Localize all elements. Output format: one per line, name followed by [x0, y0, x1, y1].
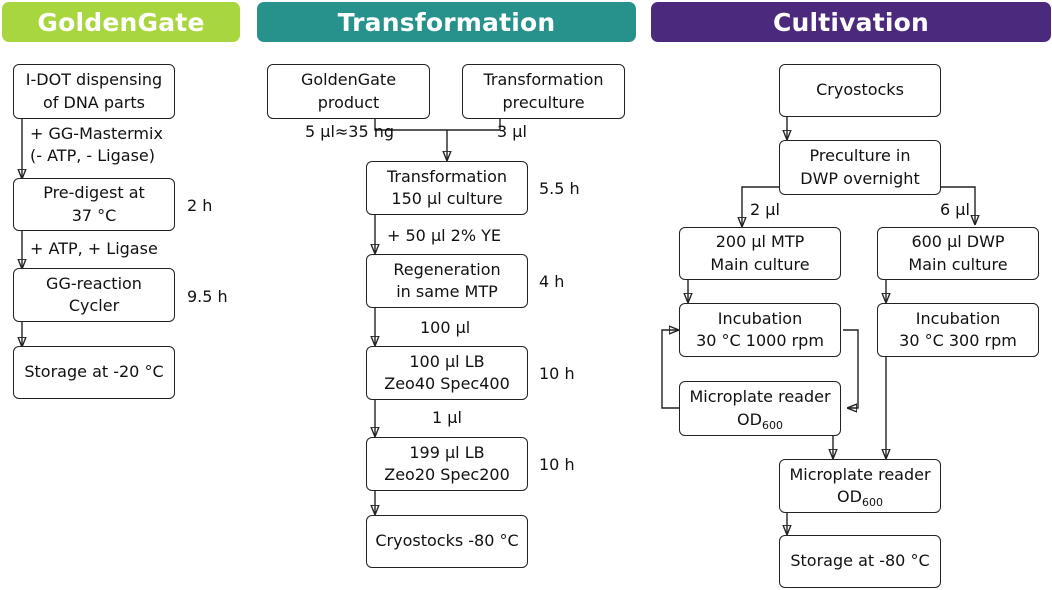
- tf-regeneration-time: 4 h: [539, 272, 565, 291]
- cv-incub-left-line1: Incubation: [717, 308, 803, 328]
- cv-incubation-mtp-box: Incubation 30 °C 1000 rpm: [679, 303, 841, 357]
- cv-storage: Storage at -80 °C: [790, 551, 930, 571]
- gg-step2-line2: 37 °C: [71, 205, 117, 225]
- cv-reader-left-od: OD600: [737, 409, 783, 431]
- tf-step4-line2: Zeo20 Spec200: [384, 465, 510, 484]
- tf-step3-line1: 100 µl LB: [409, 351, 485, 371]
- cv-dwp-main-culture-box: 600 µl DWP Main culture: [877, 227, 1039, 280]
- cv-reader-final-od: OD600: [837, 486, 883, 508]
- gg-predigest-box: Pre-digest at 37 °C: [13, 178, 175, 231]
- cv-microplate-reader-final-box: Microplate reader OD600: [779, 459, 941, 513]
- tf-regeneration-box: Regeneration in same MTP: [366, 254, 528, 308]
- cv-incub-right-line1: Incubation: [915, 308, 1001, 328]
- tf-input-b-line2: preculture: [502, 92, 585, 112]
- cv-incubation-dwp-box: Incubation 30 °C 300 rpm: [877, 303, 1039, 357]
- cv-reader-left-od-text: OD: [737, 409, 762, 429]
- tf-step1-line1: Transformation: [386, 166, 508, 186]
- tf-cryostocks-box: Cryostocks -80 °C: [366, 515, 528, 568]
- gg-reaction-cycler-box: GG-reaction Cycler: [13, 268, 175, 322]
- cv-microplate-reader-loop-box: Microplate reader OD600: [679, 381, 841, 436]
- cv-volume-right-label: 6 µl: [940, 200, 970, 219]
- gg-add1-line2: (- ATP, - Ligase): [30, 146, 155, 166]
- cv-reader-final-line1: Microplate reader: [789, 464, 931, 484]
- cv-reader-left-line1: Microplate reader: [689, 387, 831, 407]
- tf-lb-zeo40-time: 10 h: [539, 364, 575, 383]
- tf-transformation-time: 5.5 h: [539, 179, 580, 198]
- cv-mtp-line1: 200 µl MTP: [715, 232, 805, 252]
- cv-cryostocks-box: Cryostocks: [779, 64, 941, 117]
- header-cultivation: Cultivation: [651, 2, 1051, 42]
- cv-preculture-box: Preculture in DWP overnight: [779, 140, 941, 195]
- tf-lb-zeo20-box: 199 µl LB Zeo20 Spec200: [366, 437, 528, 491]
- tf-volume-a-label: 5 µl≈35 ng: [305, 122, 395, 141]
- cv-reader-left-od-sub: 600: [761, 418, 783, 432]
- tf-step2-line1: Regeneration: [393, 259, 501, 279]
- gg-mastermix-label: + GG-Mastermix (- ATP, - Ligase): [30, 123, 163, 167]
- cv-incub-right-line2: 30 °C 300 rpm: [899, 331, 1017, 350]
- gg-step1-line2: of DNA parts: [43, 92, 145, 112]
- tf-step4-line1: 199 µl LB: [409, 442, 485, 462]
- tf-preculture-box: Transformation preculture: [462, 64, 625, 119]
- tf-step1-line2: 150 µl culture: [391, 189, 503, 208]
- gg-reaction-time: 9.5 h: [187, 287, 228, 306]
- tf-step5: Cryostocks -80 °C: [375, 531, 519, 551]
- cv-step2-line2: DWP overnight: [800, 168, 920, 188]
- gg-idot-dispensing-box: I-DOT dispensing of DNA parts: [13, 64, 175, 119]
- cv-reader-final-od-text: OD: [837, 487, 862, 506]
- cv-dwp-line1: 600 µl DWP: [911, 232, 1005, 252]
- tf-step3-line2: Zeo40 Spec400: [384, 374, 510, 393]
- gg-step4: Storage at -20 °C: [24, 362, 164, 382]
- gg-atp-ligase-label: + ATP, + Ligase: [30, 239, 158, 258]
- cv-storage-box: Storage at -80 °C: [779, 535, 941, 588]
- tf-input-a-line2: product: [317, 92, 380, 112]
- tf-input-b-line1: Transformation: [483, 70, 604, 90]
- gg-predigest-time: 2 h: [187, 196, 213, 215]
- cv-incub-left-line2: 30 °C 1000 rpm: [696, 331, 824, 350]
- gg-step3-line1: GG-reaction: [46, 273, 142, 293]
- tf-step2-line2: in same MTP: [396, 282, 498, 301]
- cv-mtp-line2: Main culture: [710, 254, 810, 274]
- tf-input-a-line1: GoldenGate: [300, 70, 397, 90]
- gg-step2-line1: Pre-digest at: [43, 183, 145, 203]
- tf-ye-label: + 50 µl 2% YE: [387, 226, 501, 245]
- cv-mtp-main-culture-box: 200 µl MTP Main culture: [679, 227, 841, 280]
- gg-step1-line1: I-DOT dispensing: [25, 70, 163, 90]
- cv-volume-left-label: 2 µl: [750, 200, 780, 219]
- cv-step1: Cryostocks: [816, 80, 904, 100]
- cv-reader-final-od-sub: 600: [861, 496, 883, 510]
- tf-volume-b-label: 3 µl: [497, 122, 527, 141]
- cv-dwp-line2: Main culture: [908, 254, 1008, 274]
- tf-goldengate-product-box: GoldenGate product: [267, 64, 430, 119]
- tf-lb-zeo20-time: 10 h: [539, 455, 575, 474]
- gg-step3-line2: Cycler: [68, 296, 120, 315]
- gg-add1-line1: + GG-Mastermix: [30, 124, 163, 143]
- tf-volume-1-label: 1 µl: [432, 408, 462, 427]
- header-transformation: Transformation: [257, 2, 636, 42]
- tf-transformation-box: Transformation 150 µl culture: [366, 161, 528, 215]
- header-goldengate: GoldenGate: [2, 2, 240, 42]
- cv-step2-line1: Preculture in: [809, 146, 911, 166]
- tf-volume-100-label: 100 µl: [420, 318, 471, 337]
- tf-lb-zeo40-box: 100 µl LB Zeo40 Spec400: [366, 346, 528, 400]
- gg-storage-box: Storage at -20 °C: [13, 346, 175, 399]
